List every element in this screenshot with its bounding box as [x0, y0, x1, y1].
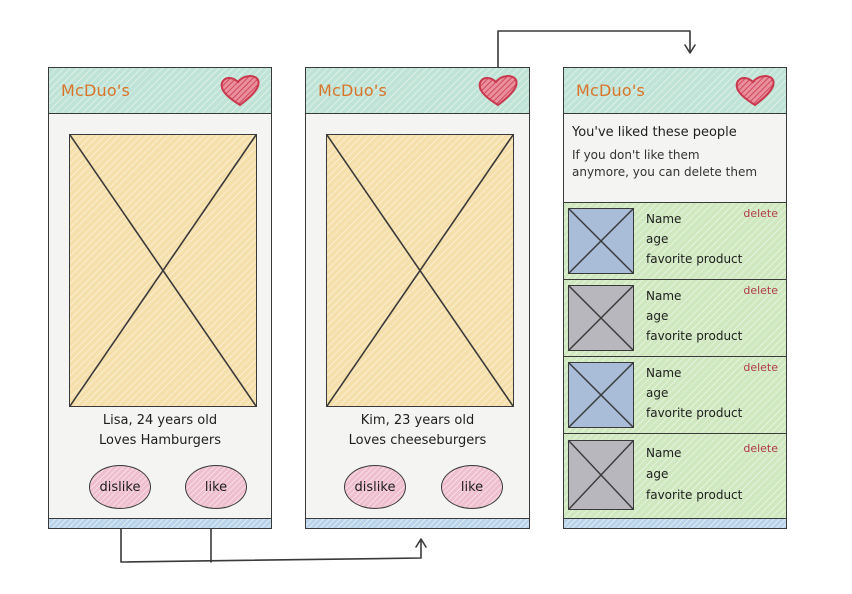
heart-icon[interactable] [475, 74, 521, 108]
dislike-button[interactable]: dislike [344, 465, 406, 509]
liked-card-age: age [646, 232, 669, 246]
image-placeholder-icon [569, 209, 633, 273]
profile-favorite: Loves cheeseburgers [348, 433, 487, 448]
app-header: McDuo's [306, 68, 529, 114]
profile-screen-1: McDuo's Lisa, 24 years old Loves Hamburg… [48, 67, 272, 529]
profile-name-age: Kim, 23 years old [360, 413, 475, 428]
delete-link[interactable]: delete [743, 442, 778, 455]
footer-bar [49, 518, 271, 528]
footer-bar [564, 518, 786, 528]
liked-card-name: Name [646, 212, 682, 226]
flow-arrowhead-liked [684, 44, 696, 54]
profile-caption: Kim, 23 years old Loves cheeseburgers [306, 411, 529, 451]
delete-link[interactable]: delete [743, 361, 778, 374]
profile-caption: Lisa, 24 years old Loves Hamburgers [49, 411, 271, 451]
image-placeholder-icon [569, 286, 633, 350]
like-button[interactable]: like [185, 465, 247, 509]
image-placeholder-icon [569, 363, 633, 427]
profile-name-age: Lisa, 24 years old [102, 413, 218, 428]
liked-card-name: Name [646, 366, 682, 380]
dislike-button[interactable]: dislike [89, 465, 151, 509]
liked-subtitle-line2: anymore, you can delete them [572, 165, 758, 179]
liked-people-screen: McDuo's You've liked these people If you… [563, 67, 787, 529]
image-placeholder-icon [327, 135, 513, 406]
liked-title: You've liked these people [572, 125, 737, 140]
delete-link[interactable]: delete [743, 284, 778, 297]
liked-card-age: age [646, 309, 669, 323]
liked-card: Name age favorite product delete [564, 279, 786, 356]
profile-photo [326, 134, 514, 407]
liked-card-fields: Name age favorite product [646, 286, 742, 346]
liked-card-fields: Name age favorite product [646, 443, 742, 506]
profile-favorite: Loves Hamburgers [99, 433, 221, 448]
liked-card-thumb [568, 440, 634, 510]
liked-card-name: Name [646, 289, 682, 303]
liked-subtitle-line1: If you don't like them [572, 148, 700, 162]
liked-intro: You've liked these people If you don't l… [564, 114, 786, 203]
liked-subtitle: If you don't like them anymore, you can … [572, 147, 786, 181]
app-logo: McDuo's [318, 81, 387, 100]
liked-card-name: Name [646, 446, 682, 460]
liked-card-product: favorite product [646, 252, 743, 266]
app-header: McDuo's [564, 68, 786, 114]
flow-arrow-heart-to-liked [497, 30, 691, 73]
heart-icon[interactable] [732, 74, 778, 108]
liked-card-product: favorite product [646, 406, 743, 420]
liked-card-fields: Name age favorite product [646, 209, 742, 269]
liked-card: Name age favorite product delete [564, 433, 786, 520]
liked-card-thumb [568, 285, 634, 351]
app-header: McDuo's [49, 68, 271, 114]
liked-card-fields: Name age favorite product [646, 363, 742, 423]
delete-link[interactable]: delete [743, 207, 778, 220]
footer-bar [306, 518, 529, 528]
liked-card: Name age favorite product delete [564, 356, 786, 433]
liked-card-thumb [568, 362, 634, 428]
like-button[interactable]: like [441, 465, 503, 509]
image-placeholder-icon [569, 441, 633, 509]
liked-card-product: favorite product [646, 329, 743, 343]
liked-card-age: age [646, 467, 669, 481]
image-placeholder-icon [70, 135, 256, 406]
profile-photo [69, 134, 257, 407]
profile-screen-2: McDuo's Kim, 23 years old Loves cheesebu… [305, 67, 530, 529]
liked-card-product: favorite product [646, 488, 743, 502]
flow-arrowhead-next [415, 538, 427, 548]
app-logo: McDuo's [61, 81, 130, 100]
liked-card-thumb [568, 208, 634, 274]
liked-card-age: age [646, 386, 669, 400]
app-logo: McDuo's [576, 81, 645, 100]
liked-card: Name age favorite product delete [564, 202, 786, 279]
heart-icon[interactable] [217, 74, 263, 108]
